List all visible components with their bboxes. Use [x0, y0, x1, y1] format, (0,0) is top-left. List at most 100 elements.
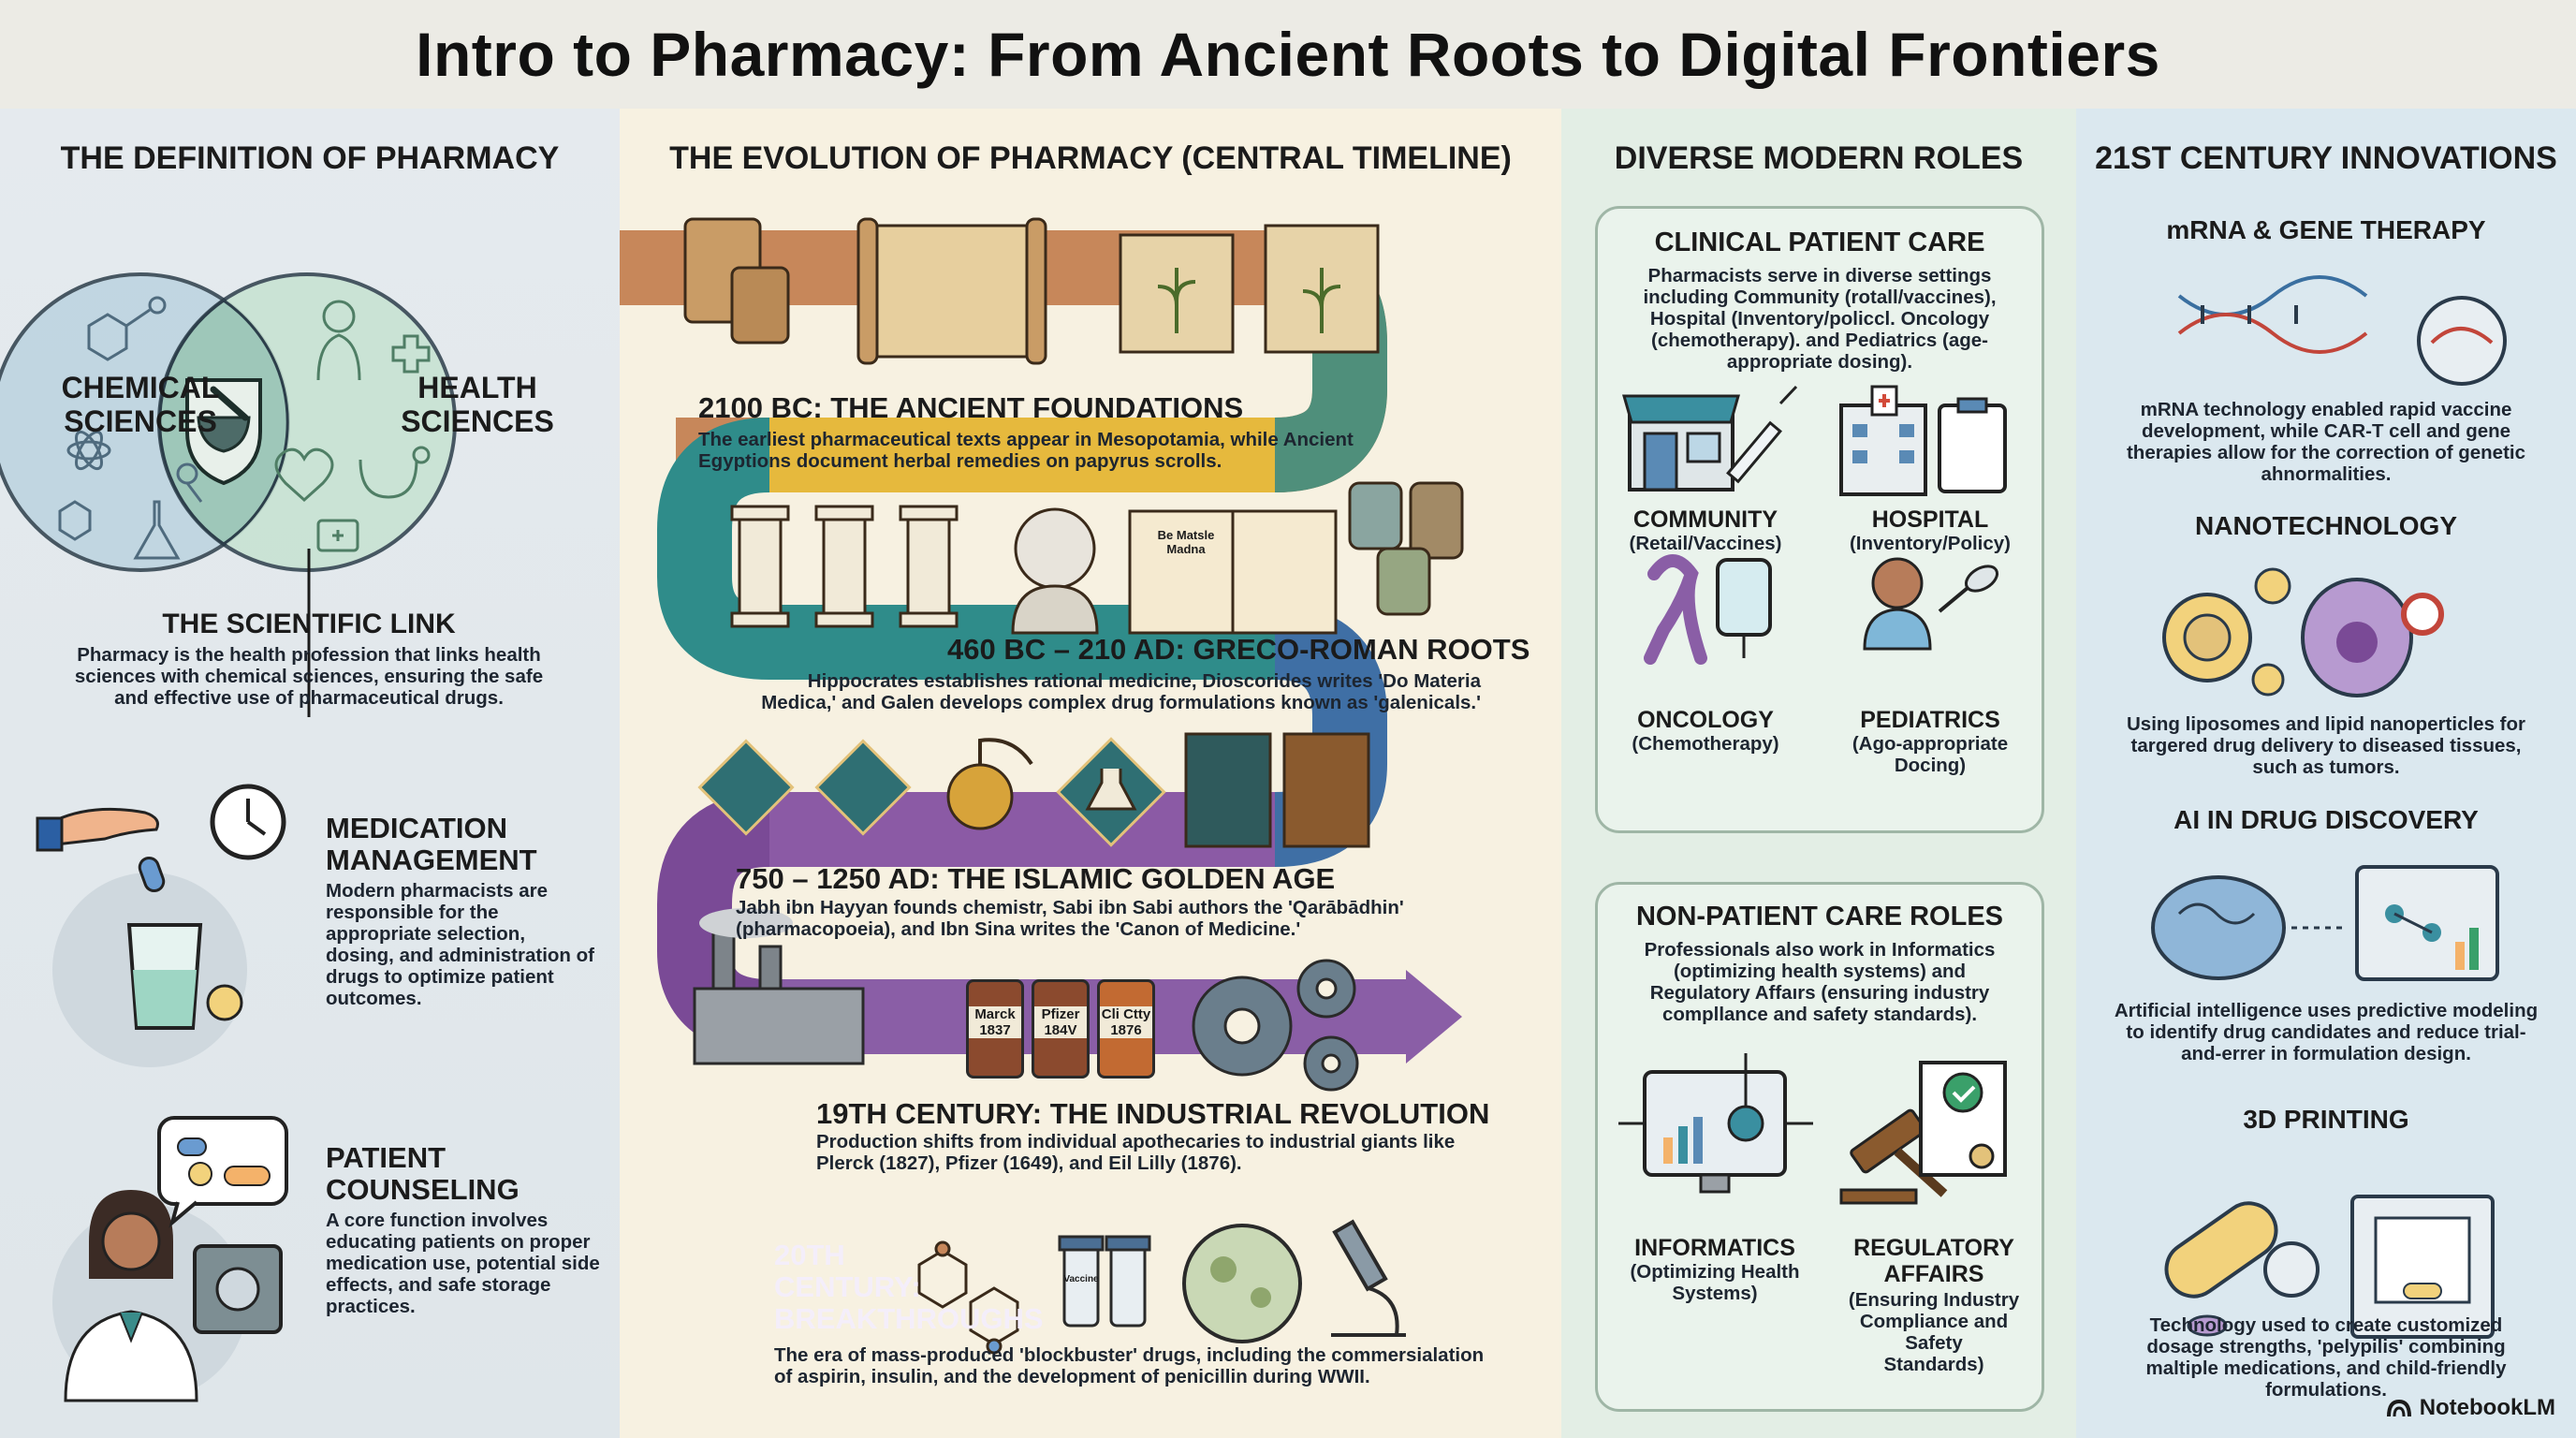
era-greco-roman-text: Hippocrates establishes rational medicin…	[761, 670, 1481, 713]
clipboard-icon	[1938, 397, 2007, 493]
flask-icon	[133, 500, 181, 560]
stethoscope-icon	[359, 446, 431, 499]
definition-heading: THE DEFINITION OF PHARMACY	[60, 140, 560, 176]
notebooklm-text: NotebookLM	[2419, 1395, 2555, 1420]
era-ancient-title: 2100 BC: THE ANCIENT FOUNDATIONS	[698, 391, 1244, 424]
materia-medica-page-label: Be Matsle Madna	[1157, 528, 1215, 556]
merck-bottle-icon: Marck 1837	[966, 979, 1024, 1078]
venn-diagram	[0, 272, 457, 717]
tumor-cell-target-icon	[2301, 578, 2444, 697]
ai-monitor-icon	[2355, 865, 2499, 981]
materia-medica-book-icon	[1128, 509, 1338, 635]
era-greco-roman-title: 460 BC – 210 AD: GRECO-ROMAN ROOTS	[947, 633, 1530, 666]
innovations-column: 21ST CENTURY INNOVATIONS	[2076, 109, 2576, 1438]
pfizer-bottle-icon: Pfizer 184V	[1032, 979, 1090, 1078]
medication-management-heading: MEDICATION MANAGEMENT	[326, 812, 537, 876]
informatics-sub: (Optimizing Health Systems)	[1630, 1261, 1800, 1304]
roles-heading: DIVERSE MODERN ROLES	[1614, 140, 2024, 176]
hospital-sub: (Inventory/Policy)	[1849, 533, 2011, 554]
ai-text: Artificial intelligence uses predictive …	[2114, 1000, 2539, 1064]
community-title: COMMUNITY	[1632, 506, 1778, 533]
atom-icon	[66, 430, 111, 471]
dna-helix-icon	[2177, 275, 2368, 354]
first-aid-kit-icon	[316, 519, 359, 552]
virus-icon	[2417, 296, 2507, 386]
greek-column-icon	[730, 505, 959, 628]
title-bar: Intro to Pharmacy: From Ancient Roots to…	[0, 0, 2576, 109]
storefront-icon	[1622, 394, 1740, 492]
measuring-cup-icon	[126, 923, 203, 1030]
pfizer-label: Pfizer 184V	[1034, 1006, 1087, 1038]
medication-illustration	[36, 784, 288, 1402]
manuscript-book-icon	[1184, 732, 1370, 848]
alembic-icon	[946, 738, 1033, 830]
3d-printer-icon	[2350, 1195, 2495, 1339]
notebooklm-watermark: NotebookLM	[2386, 1395, 2555, 1421]
community-sub: (Retail/Vaccines)	[1629, 533, 1782, 554]
era-islamic-text: Jabh ibn Hayyan founds chemistr, Sabi ib…	[736, 897, 1404, 940]
health-sciences-label: HEALTH SCIENCES	[401, 371, 554, 438]
era-industrial-text: Production shifts from individual apothe…	[816, 1131, 1456, 1174]
factory-icon	[693, 908, 865, 1065]
syringe-icon	[1726, 385, 1798, 484]
era-ancient-text: The earliest pharmaceutical texts appear…	[698, 429, 1354, 472]
chemical-sciences-label: CHEMICAL SCIENCES	[61, 371, 220, 438]
ai-title: AI IN DRUG DISCOVERY	[2174, 805, 2479, 834]
merck-label: Marck 1837	[969, 1006, 1021, 1038]
hospital-title: HOSPITAL	[1871, 506, 1989, 533]
era-20th-century-text: The era of mass-produced 'blockbuster' d…	[774, 1344, 1485, 1387]
3d-printing-text: Technology used to create customized dos…	[2145, 1314, 2507, 1401]
scientific-link-text: Pharmacy is the health profession that l…	[74, 644, 544, 709]
non-patient-card: NON-PATIENT CARE ROLES Professionals als…	[1595, 882, 2044, 1412]
papyrus-scroll-icon	[856, 217, 1047, 365]
hippocrates-bust-icon	[1011, 507, 1099, 635]
regulatory-title: REGULATORY AFFAIRS	[1853, 1235, 2014, 1287]
clinical-care-heading: CLINICAL PATIENT CARE	[1654, 227, 1985, 257]
child-icon	[1863, 557, 1932, 651]
gears-icon	[1192, 959, 1359, 1092]
era-islamic-title: 750 – 1250 AD: THE ISLAMIC GOLDEN AGE	[736, 862, 1336, 895]
definition-column: THE DEFINITION OF PHARMACY	[0, 109, 620, 1438]
brain-icon	[2151, 875, 2286, 980]
patient-counseling-heading: PATIENT COUNSELING	[326, 1141, 520, 1206]
clinical-icons	[1622, 385, 2007, 665]
human-body-icon	[316, 300, 361, 381]
speech-bubble-icon	[157, 1116, 288, 1228]
petri-dish-icon	[1182, 1224, 1302, 1343]
clock-icon	[210, 784, 286, 860]
vaccine-vial-icon	[1058, 1235, 1151, 1328]
safe-storage-icon	[193, 1244, 283, 1334]
lilly-bottle-icon: Cli Ctty 1876	[1097, 979, 1155, 1078]
lilly-label: Cli Ctty 1876	[1100, 1006, 1152, 1038]
awareness-ribbon-icon	[1644, 554, 1707, 665]
tablet-icon	[206, 984, 243, 1021]
innovation-icons	[2151, 275, 2507, 1339]
clinical-care-card: CLINICAL PATIENT CARE Pharmacists serve …	[1595, 206, 2044, 833]
notebooklm-logo-icon	[2386, 1399, 2411, 1417]
regulatory-sub: (Ensuring Industry Compliance and Safety…	[1848, 1289, 2020, 1375]
roles-column: DIVERSE MODERN ROLES CLINICAL PATIENT CA…	[1561, 109, 2076, 1438]
certificate-check-icon	[1919, 1061, 2007, 1177]
spoon-icon	[1938, 565, 1999, 613]
clay-tablet-icon	[683, 217, 790, 345]
medical-cross-icon	[391, 334, 431, 374]
molecule-chain-icon	[917, 1240, 1019, 1355]
hospital-building-icon	[1839, 385, 1927, 496]
innovations-heading: 21ST CENTURY INNOVATIONS	[2095, 140, 2557, 176]
flask-tile-icon	[1056, 737, 1166, 847]
iv-bag-icon	[1716, 558, 1772, 658]
herb-scroll-icon	[1119, 224, 1380, 354]
mrna-title: mRNA & GENE THERAPY	[2166, 215, 2486, 244]
era-industrial-title: 19TH CENTURY: THE INDUSTRIAL REVOLUTION	[816, 1097, 1490, 1130]
non-patient-icons	[1618, 1053, 2007, 1205]
pharmacist-icon	[64, 1190, 198, 1402]
vaccine-label: Vaccine	[1063, 1274, 1099, 1284]
non-patient-text: Professionals also work in Informatics (…	[1644, 939, 1996, 1025]
page-title: Intro to Pharmacy: From Ancient Roots to…	[416, 20, 2160, 89]
nanotech-title: NANOTECHNOLOGY	[2195, 511, 2457, 540]
pediatrics-title: PEDIATRICS	[1860, 707, 2000, 733]
hand-pill-icon	[36, 807, 166, 893]
nanotech-text: Using liposomes and lipid nanoperticles …	[2126, 713, 2525, 778]
monitor-network-icon	[1618, 1053, 1813, 1194]
non-patient-heading: NON-PATIENT CARE ROLES	[1635, 902, 2004, 932]
